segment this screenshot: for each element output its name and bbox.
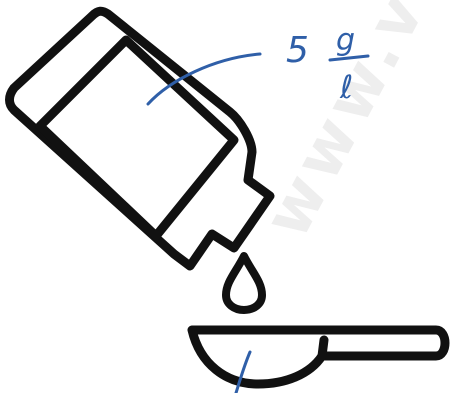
annotation-number: 5: [286, 30, 309, 71]
measuring-spoon-icon: [192, 330, 445, 384]
handwritten-annotation: 5 g ℓ: [286, 23, 368, 106]
bottle-icon: [10, 11, 271, 266]
drop-icon: [226, 256, 262, 310]
annotation-numerator: g: [336, 23, 355, 58]
annotation-denominator: ℓ: [339, 68, 353, 106]
